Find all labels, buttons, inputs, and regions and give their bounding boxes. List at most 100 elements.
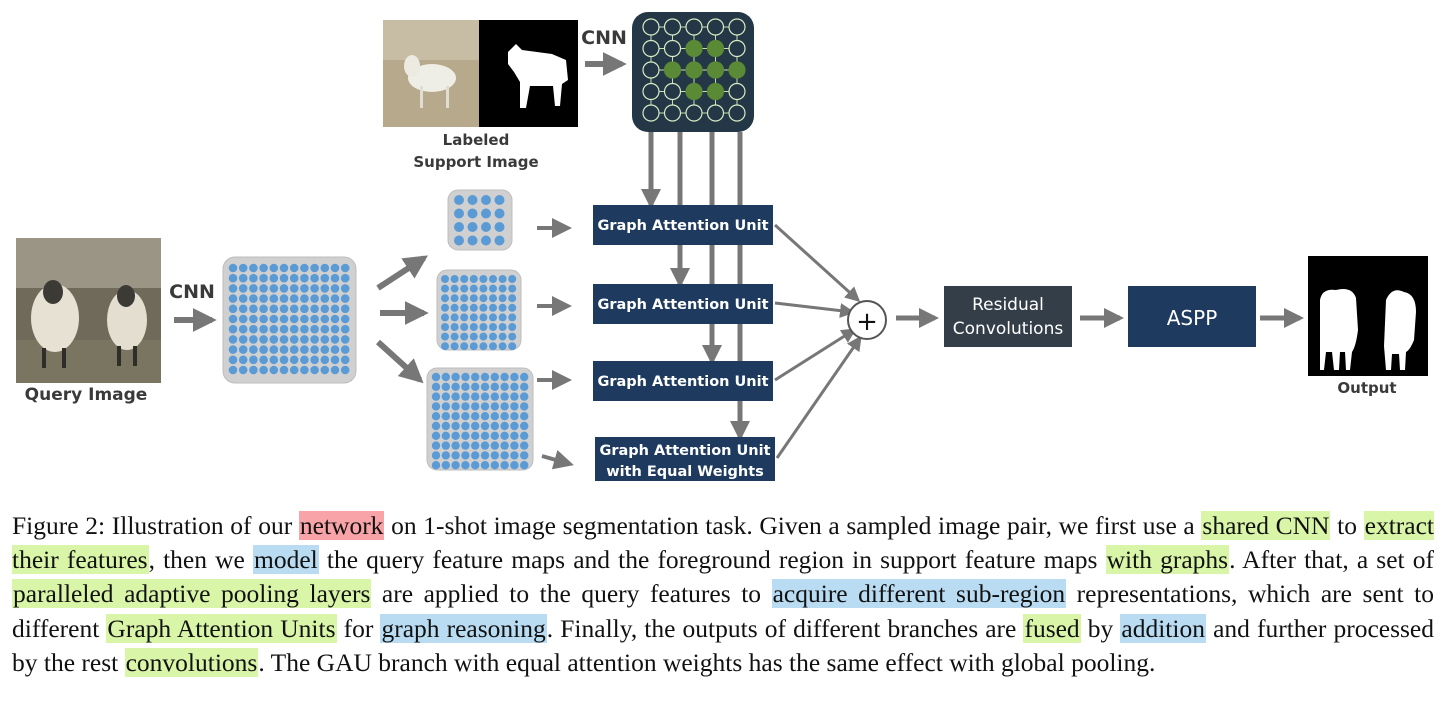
feature-node xyxy=(508,313,517,322)
feature-node xyxy=(498,342,507,351)
feature-node xyxy=(451,382,460,391)
caption-highlight-green: Graph Attention Units xyxy=(106,613,337,643)
gau-3-label: Graph Attention Unit xyxy=(597,374,768,390)
caption-text: on 1-shot image segmentation task. Given… xyxy=(384,511,1202,540)
feature-node xyxy=(269,304,279,314)
feature-node xyxy=(498,313,507,322)
feature-node xyxy=(480,451,490,460)
graph-node xyxy=(642,61,660,79)
feature-node xyxy=(467,208,478,219)
feature-node xyxy=(279,355,289,365)
feature-node xyxy=(249,294,258,303)
feature-node xyxy=(494,208,505,219)
feature-node xyxy=(279,345,289,354)
feature-node xyxy=(330,314,340,324)
feature-node xyxy=(289,345,299,354)
feature-node xyxy=(469,323,478,331)
feature-node xyxy=(269,345,279,354)
feature-node xyxy=(451,431,460,440)
graph-node xyxy=(706,18,725,36)
feature-node xyxy=(480,402,490,411)
feature-node xyxy=(269,263,279,273)
support-label-line1: Labeled xyxy=(443,131,510,149)
feature-node xyxy=(228,294,238,303)
figure-caption: Figure 2: Illustration of our network on… xyxy=(12,509,1435,680)
feature-node xyxy=(330,335,340,344)
feature-node xyxy=(259,273,268,283)
feature-node xyxy=(471,421,480,431)
feature-node xyxy=(300,263,309,273)
feature-node xyxy=(480,412,490,421)
feature-node xyxy=(441,441,450,450)
graph-node xyxy=(685,18,703,36)
feature-node xyxy=(508,303,517,312)
feature-node xyxy=(480,441,490,450)
graph-node xyxy=(728,39,746,58)
feature-node xyxy=(454,222,464,232)
feature-node xyxy=(340,345,350,354)
feature-node xyxy=(500,461,509,470)
feature-node xyxy=(289,294,299,303)
feature-node xyxy=(508,332,517,341)
feature-node xyxy=(238,263,248,273)
feature-node xyxy=(320,355,330,365)
feature-node xyxy=(300,304,309,314)
feature-node xyxy=(471,441,480,450)
feature-node xyxy=(471,431,480,440)
feature-node xyxy=(269,294,279,303)
feature-node xyxy=(490,412,499,421)
feature-node xyxy=(479,323,488,331)
feature-node xyxy=(259,263,268,273)
feature-node xyxy=(431,382,441,391)
feature-node xyxy=(471,402,480,411)
gau-box-4: Graph Attention Unit with Equal Weights xyxy=(595,437,775,481)
feature-node xyxy=(520,412,529,421)
graph-node xyxy=(728,61,746,79)
feature-node xyxy=(340,304,350,314)
feature-node xyxy=(238,304,248,314)
feature-node xyxy=(228,284,238,293)
feature-node xyxy=(451,392,460,401)
feature-node xyxy=(330,345,340,354)
feature-node xyxy=(330,284,340,293)
feature-node xyxy=(259,284,268,293)
feature-node xyxy=(461,402,470,411)
residual-label-line1: Residual xyxy=(972,295,1044,315)
feature-node xyxy=(289,304,299,314)
support-mask xyxy=(479,20,578,127)
feature-node xyxy=(340,335,350,344)
feature-node xyxy=(498,294,507,303)
feature-node xyxy=(249,263,258,273)
feature-node xyxy=(467,195,478,205)
graph-node xyxy=(663,61,682,79)
feature-node xyxy=(489,342,497,351)
feature-node xyxy=(500,372,509,382)
feature-node xyxy=(431,372,441,382)
caption-text: Figure 2: Illustration of our xyxy=(12,511,299,540)
feature-node xyxy=(520,441,529,450)
caption-highlight-green: paralleled adaptive pooling layers xyxy=(12,579,372,609)
feature-node xyxy=(238,314,248,324)
feature-node xyxy=(441,461,450,470)
feature-node xyxy=(451,461,460,470)
feature-node xyxy=(450,342,459,351)
feature-node xyxy=(520,461,529,470)
pooling-arrows xyxy=(375,255,429,384)
feature-node xyxy=(279,304,289,314)
feature-node xyxy=(490,402,499,411)
feature-node xyxy=(279,263,289,273)
feature-node xyxy=(289,355,299,365)
support-label-line2: Support Image xyxy=(413,153,538,171)
pooled-map-small xyxy=(447,189,513,251)
feature-node xyxy=(480,431,490,440)
feature-node xyxy=(461,382,470,391)
feature-node xyxy=(431,441,441,450)
feature-node xyxy=(441,451,450,460)
feature-node xyxy=(228,365,238,375)
feature-node xyxy=(310,335,319,344)
feature-node xyxy=(320,304,330,314)
feature-node xyxy=(340,365,350,375)
feature-node xyxy=(279,294,289,303)
feature-node xyxy=(441,275,449,283)
feature-node xyxy=(510,421,519,431)
